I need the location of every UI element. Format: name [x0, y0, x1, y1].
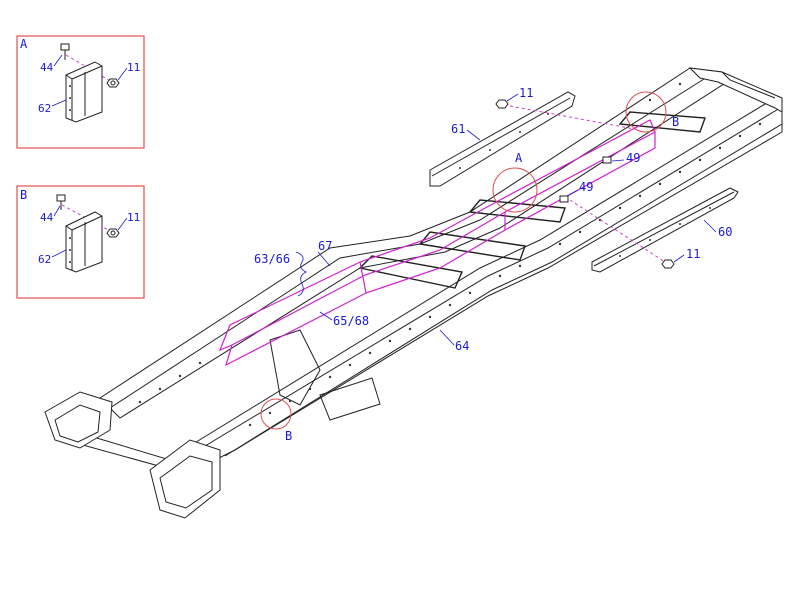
chassis-frame: [44, 67, 783, 519]
detail-a-label-nut: 11: [127, 61, 140, 74]
callout-reinforcement-63-66: 63/66: [254, 252, 290, 266]
detail-a-label-bolt: 44: [40, 61, 54, 74]
bolt-49-upper: [602, 156, 612, 164]
detail-a-bracket-icon: [65, 61, 103, 123]
detail-a-frame: [16, 35, 145, 149]
callout-detail-b-bottom: B: [285, 429, 292, 443]
front-left-bracket: [44, 391, 113, 449]
detail-b-bracket-icon: [65, 211, 103, 273]
detail-b-bolt-icon: [56, 194, 66, 210]
nut-11-top: [495, 99, 509, 109]
callout-bolt-49-lower: 49: [579, 180, 593, 194]
detail-a-panel: A 44 11 62: [16, 35, 145, 149]
detail-b-label-nut: 11: [127, 211, 140, 224]
callout-nut-top: 11: [519, 86, 533, 100]
right-side-rail-64: [173, 97, 783, 461]
callout-nut-bottom: 11: [686, 247, 700, 261]
reinforcement-channel: [218, 119, 656, 352]
detail-b-frame: [16, 185, 145, 299]
rail-holes: [138, 82, 762, 427]
callout-plate-61: 61: [451, 122, 465, 136]
detail-b-label-bracket: 62: [38, 253, 51, 266]
callout-detail-b-top: B: [672, 115, 679, 129]
detail-b-label-bolt: 44: [40, 211, 54, 224]
callout-plate-60: 60: [718, 225, 732, 239]
nut-11-bottom: [661, 259, 675, 269]
detail-b-panel: B 44 11 62: [16, 185, 145, 299]
highlight-circle-a: [492, 167, 538, 213]
callout-reinforcement-67: 67: [318, 239, 332, 253]
plate-61: [429, 91, 576, 187]
detail-a-bolt-icon: [60, 43, 70, 60]
highlight-circle-b-top: [625, 91, 667, 133]
detail-a-letter: A: [20, 37, 28, 51]
highlight-circle-b-bottom: [260, 398, 292, 430]
detail-a-nut-icon: [106, 78, 120, 88]
detail-a-label-bracket: 62: [38, 102, 51, 115]
detail-b-letter: B: [20, 188, 27, 202]
detail-b-nut-icon: [106, 228, 120, 238]
callout-detail-a: A: [515, 151, 523, 165]
callout-bolt-49-upper: 49: [626, 151, 640, 165]
bolt-49-lower: [559, 195, 569, 203]
plate-60: [591, 187, 739, 273]
callout-side-rail-64: 64: [455, 339, 469, 353]
callout-reinforcement-65-68: 65/68: [333, 314, 369, 328]
